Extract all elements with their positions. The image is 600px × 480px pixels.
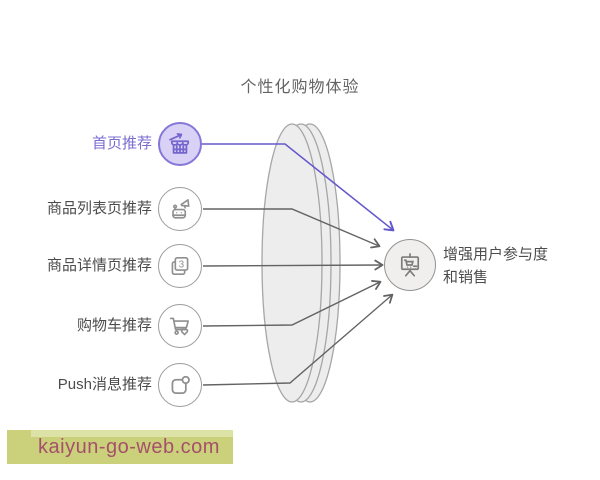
connector-home-recommend xyxy=(202,143,395,232)
label-cart-recommend: 购物车推荐 xyxy=(76,317,152,334)
label-push-recommend: Push消息推荐 xyxy=(57,376,152,393)
outcome-label-line2: 和销售 xyxy=(443,269,489,286)
watermark-highlight-band xyxy=(31,430,233,437)
storefront-arrow-icon xyxy=(166,130,194,158)
outcome-label: 增强用户参与度 和销售 xyxy=(443,243,548,289)
node-cart-recommend xyxy=(158,304,202,348)
lens-shape xyxy=(261,123,341,403)
cart-heart-icon xyxy=(166,312,194,340)
node-detail-page-recommend: 3 xyxy=(158,244,202,288)
label-home-recommend: 首页推荐 xyxy=(91,135,152,152)
presentation-cart-icon xyxy=(393,248,427,282)
watermark: kaiyun-go-web.com xyxy=(7,430,233,464)
node-outcome xyxy=(384,239,436,291)
node-list-page-recommend xyxy=(158,187,202,231)
connector-detail-page-recommend xyxy=(202,259,384,271)
watermark-text: kaiyun-go-web.com xyxy=(38,436,220,458)
label-list-page-recommend: 商品列表页推荐 xyxy=(46,200,152,217)
robot-megaphone-icon xyxy=(166,195,194,223)
node-home-recommend xyxy=(158,122,202,166)
notification-badge-icon xyxy=(166,371,194,399)
outcome-label-line1: 增强用户参与度 xyxy=(443,246,549,263)
stacked-pages-icon: 3 xyxy=(166,252,194,280)
connector-list-page-recommend xyxy=(203,208,381,249)
label-detail-page-recommend: 商品详情页推荐 xyxy=(46,257,152,274)
connector-push-recommend xyxy=(202,293,394,386)
connector-cart-recommend xyxy=(202,280,382,327)
pages-count-badge: 3 xyxy=(179,260,185,271)
node-push-recommend xyxy=(158,363,202,407)
diagram-title: 个性化购物体验 xyxy=(240,79,360,96)
